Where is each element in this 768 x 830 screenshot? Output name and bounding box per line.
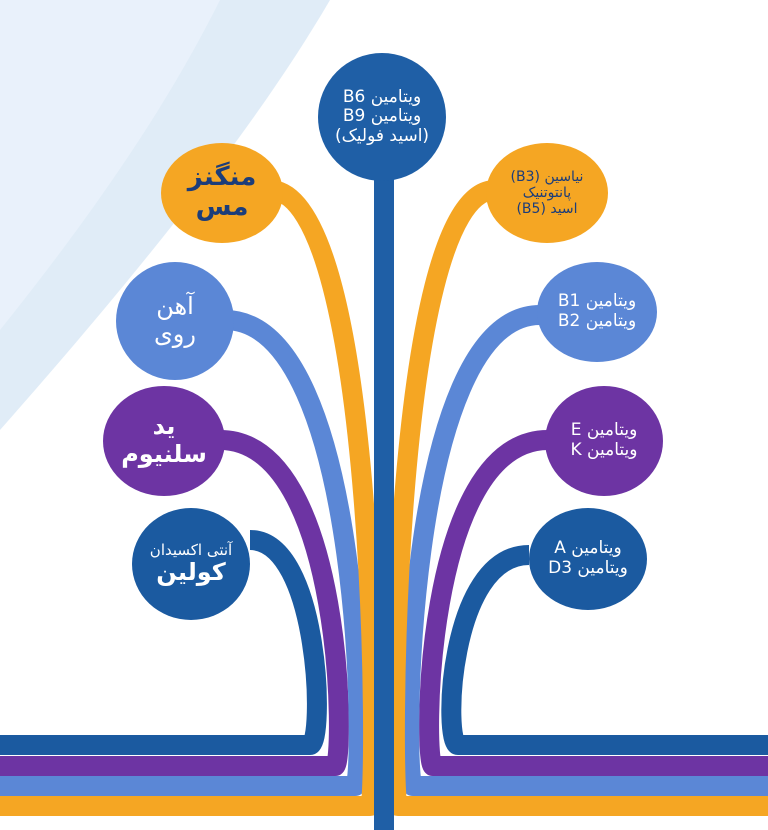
- branch-left-orange: [0, 180, 384, 816]
- node-e-k: ویتامین E ویتامین K: [545, 386, 663, 496]
- node-b1-b2-line2: ویتامین B2: [557, 311, 637, 331]
- branch-left-blue: [0, 310, 369, 796]
- node-e-k-line2: ویتامین K: [570, 440, 638, 460]
- branch-right-orange: [384, 180, 768, 816]
- node-b6-b9-line1: ویتامین B6: [342, 86, 422, 107]
- node-a-d3: ویتامین A ویتامین D3: [529, 508, 647, 610]
- node-iron-line1: آهن: [156, 292, 194, 321]
- node-manganese-line2: مس: [195, 192, 249, 222]
- node-niacin: نیاسین (B3) پانتوتنیک اسید (B5): [486, 143, 608, 243]
- node-b6-b9-line2: ویتامین B9: [342, 106, 422, 127]
- node-niacin-line1: نیاسین (B3): [510, 168, 584, 185]
- node-b6-b9: ویتامین B6 ویتامین B9 (اسید فولیک): [318, 53, 446, 181]
- node-manganese-line1: منگنز: [187, 162, 257, 193]
- node-iron-line2: روی: [154, 320, 196, 348]
- node-b6-b9-line3: (اسید فولیک): [334, 125, 430, 146]
- node-b1-b2-line1: ویتامین B1: [557, 291, 637, 312]
- branch-right-purple: [419, 430, 768, 776]
- node-iodine-line1: ید: [152, 412, 176, 441]
- branch-left-purple: [0, 430, 349, 776]
- node-niacin-line2: پانتوتنیک: [522, 184, 572, 201]
- node-a-d3-line2: ویتامین D3: [548, 558, 628, 578]
- node-iodine-line2: سلنیوم: [121, 440, 207, 468]
- node-niacin-line3: اسید (B5): [516, 201, 578, 218]
- background-swoosh-light: [0, 0, 220, 330]
- node-manganese: منگنز مس: [161, 143, 283, 243]
- branch-right-dark: [441, 545, 768, 755]
- branch-left-dark: [0, 530, 327, 755]
- node-iodine: ید سلنیوم: [103, 386, 225, 496]
- node-e-k-line1: ویتامین E: [570, 420, 638, 441]
- node-a-d3-line1: ویتامین A: [554, 538, 622, 559]
- node-b1-b2: ویتامین B1 ویتامین B2: [537, 262, 657, 362]
- node-antioxidant-line2: کولین: [156, 557, 226, 586]
- node-antioxidant: آنتی اکسیدان کولین: [132, 508, 250, 620]
- node-antioxidant-line1: آنتی اکسیدان: [149, 540, 233, 559]
- node-iron: آهن روی: [116, 262, 234, 380]
- branch-right-blue: [399, 305, 768, 796]
